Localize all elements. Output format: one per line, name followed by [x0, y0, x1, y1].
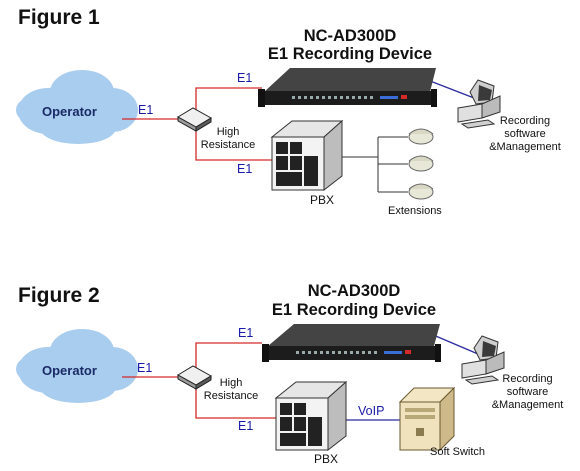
data-link-pc [424, 78, 475, 99]
pbx-icon [270, 119, 344, 192]
e1-label-operator: E1 [138, 103, 154, 117]
device-name: E1 Recording Device [267, 45, 433, 63]
pc-label-software: software [506, 386, 549, 398]
operator-label: Operator [42, 363, 97, 378]
operator-label: Operator [42, 104, 97, 119]
device-model: NC-AD300D [303, 27, 397, 45]
server-icon [398, 386, 456, 452]
splitter-label-high: High [216, 126, 240, 138]
splitter-icon [177, 107, 212, 132]
computer-icon [461, 335, 505, 385]
pbx-label: PBX [314, 452, 339, 466]
phone-icon [408, 183, 434, 200]
e1-label-pbx: E1 [237, 162, 253, 176]
operator-cloud [16, 70, 138, 144]
figure-1-diagram: Operator [16, 68, 501, 200]
e1-label-device: E1 [237, 71, 253, 85]
splitter-label-resistance: Resistance [203, 390, 259, 402]
pbx-label: PBX [310, 193, 335, 207]
e1-label-device: E1 [238, 326, 254, 340]
extensions-label: Extensions [388, 205, 442, 217]
recording-device-icon [262, 324, 441, 362]
phone-icon [408, 128, 434, 145]
e1-link-pbx [195, 384, 276, 419]
figure-1: Operator [0, 0, 580, 235]
splitter-label-high: High [219, 377, 243, 389]
figure-2-diagram: Operator [16, 324, 505, 452]
splitter-icon [177, 365, 212, 390]
pc-label-management: &Management [489, 141, 561, 153]
device-name: E1 Recording Device [271, 301, 437, 319]
e1-label-pbx: E1 [238, 419, 254, 433]
data-link-pc [430, 333, 479, 355]
e1-link-pbx [195, 126, 272, 161]
voip-label: VoIP [358, 404, 385, 418]
pc-label-software: software [504, 128, 546, 140]
figure-2: Operator [0, 272, 580, 471]
pc-label-recording: Recording [502, 373, 553, 385]
softswitch-label: Soft Switch [430, 446, 486, 458]
phone-icon [408, 155, 434, 172]
computer-icon [457, 79, 501, 129]
e1-label-operator: E1 [137, 361, 153, 375]
figure-title: Figure 2 [18, 284, 100, 307]
recording-device-icon [258, 68, 437, 107]
figure-title: Figure 1 [18, 6, 100, 29]
operator-cloud [16, 329, 138, 403]
splitter-label-resistance: Resistance [200, 139, 256, 151]
pbx-icon [274, 380, 348, 452]
device-model: NC-AD300D [307, 282, 401, 300]
pc-label-management: &Management [491, 399, 564, 411]
pc-label-recording: Recording [499, 115, 551, 127]
e1-link-device [195, 87, 262, 110]
e1-link-device [195, 342, 262, 368]
